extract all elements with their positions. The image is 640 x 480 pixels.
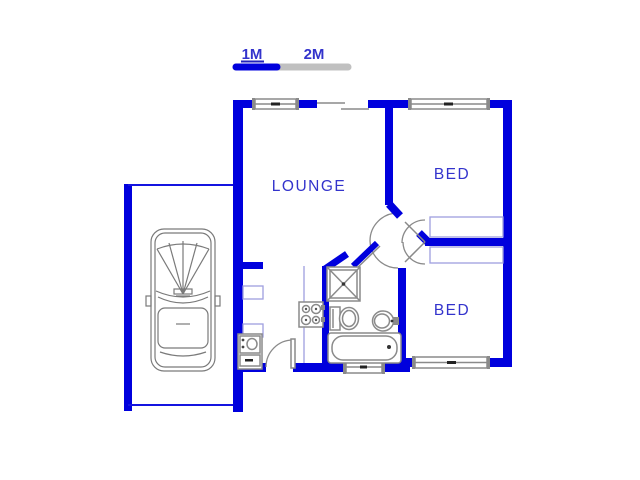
toilet (329, 306, 360, 331)
car-mirror-left (145, 295, 152, 307)
bath-door-shadow (355, 245, 381, 270)
sink-basin (246, 337, 258, 351)
stove-burner (311, 315, 321, 325)
kitchen (237, 266, 325, 370)
car-console (173, 288, 193, 295)
car (145, 228, 221, 372)
window-cap (412, 356, 415, 369)
doors (265, 201, 426, 369)
sink-lower-unit (239, 354, 261, 367)
window-cap (487, 356, 490, 369)
top-wall-seg4 (487, 100, 512, 108)
entrance-door-leaf (290, 338, 296, 369)
basin-inner (373, 313, 391, 329)
car-front-line (159, 351, 207, 357)
window-bed1 (408, 98, 490, 110)
bath-door-leaf (350, 240, 380, 269)
stove-burner (301, 304, 311, 314)
scale-label-1m: 1M (242, 46, 263, 63)
bed2-left-wall (398, 268, 406, 365)
window-tick (360, 365, 367, 369)
bathtub-outer (327, 332, 402, 364)
bed1-left-wall (385, 108, 393, 205)
kitchen-sink (237, 333, 263, 370)
bed2-label: BED (434, 302, 470, 319)
stove-burner (310, 303, 322, 315)
window-tick (444, 102, 453, 106)
stove-burner-dot (304, 307, 308, 311)
shower (326, 266, 361, 302)
stove-burner (300, 314, 312, 326)
bed1-label: BED (434, 166, 470, 183)
window-cap (252, 98, 255, 110)
bathtub-drain (387, 345, 391, 349)
window-cap (487, 98, 490, 110)
garage-left-wall (124, 184, 132, 411)
bathroom (326, 266, 402, 364)
shower-drain (341, 282, 346, 286)
bed1-door-leaf (404, 221, 426, 243)
car-mirror-right (214, 295, 221, 307)
hall-door-leaf (386, 201, 403, 219)
lounge-label: LOUNGE (272, 178, 346, 195)
top-wall-seg3 (368, 100, 413, 108)
wardrobes (429, 216, 504, 264)
right-wall (503, 100, 512, 367)
window-lounge (252, 98, 299, 110)
basin-tap (393, 317, 399, 325)
garage (124, 184, 236, 411)
window-cap (343, 360, 346, 374)
car-hood (157, 307, 209, 349)
stove-burner-dot (304, 318, 308, 322)
window-bath (343, 360, 385, 374)
kitchen-stub-wall (243, 262, 263, 269)
windows (252, 98, 490, 374)
window-cap (382, 360, 385, 374)
scale-label-2m: 2M (304, 46, 325, 63)
stove (298, 301, 325, 328)
car-roof-lines (156, 241, 210, 295)
entrance-door-arc (265, 339, 294, 368)
car-windshield-top (155, 290, 211, 298)
stove-burner-dot (314, 318, 318, 322)
bed1-wardrobe (429, 216, 504, 238)
window-cap (296, 98, 299, 110)
window-tick (447, 361, 456, 364)
bath-left-wall (322, 266, 329, 372)
room-labels: LOUNGE BED BED (272, 166, 470, 319)
toilet-tank (329, 306, 341, 331)
bed2-wardrobe (429, 246, 504, 264)
basin-tap-dot (390, 319, 394, 323)
window-bed2 (412, 356, 490, 369)
bathtub (327, 332, 402, 364)
stove-burner-dot (314, 307, 318, 311)
top-wall-seg1 (233, 100, 255, 108)
window-tick (271, 102, 280, 106)
divider-chamfer (416, 230, 432, 246)
stove-knob (321, 317, 325, 322)
shower-inner (329, 269, 358, 299)
scale-bar: 1M 2M (232, 46, 352, 71)
stove-knob (321, 305, 325, 310)
left-wall (233, 100, 243, 412)
window-cap (408, 98, 411, 110)
car-windshield-bottom (157, 296, 209, 304)
hall-door-arc (369, 212, 399, 242)
sink-handle (245, 359, 253, 362)
sink-tap-dot (241, 345, 245, 349)
bathtub-inner (331, 335, 398, 361)
sink-tap-dot (241, 338, 245, 342)
toilet-bowl-inner (341, 309, 357, 328)
bed-divider-wall (425, 238, 512, 246)
sink-top (239, 335, 261, 354)
car-body-inner (154, 232, 212, 368)
basin (371, 310, 399, 332)
bed2-door-leaf (404, 241, 426, 263)
top-wall-seg2 (297, 100, 317, 108)
kitchen-counter-unit1 (242, 285, 264, 300)
